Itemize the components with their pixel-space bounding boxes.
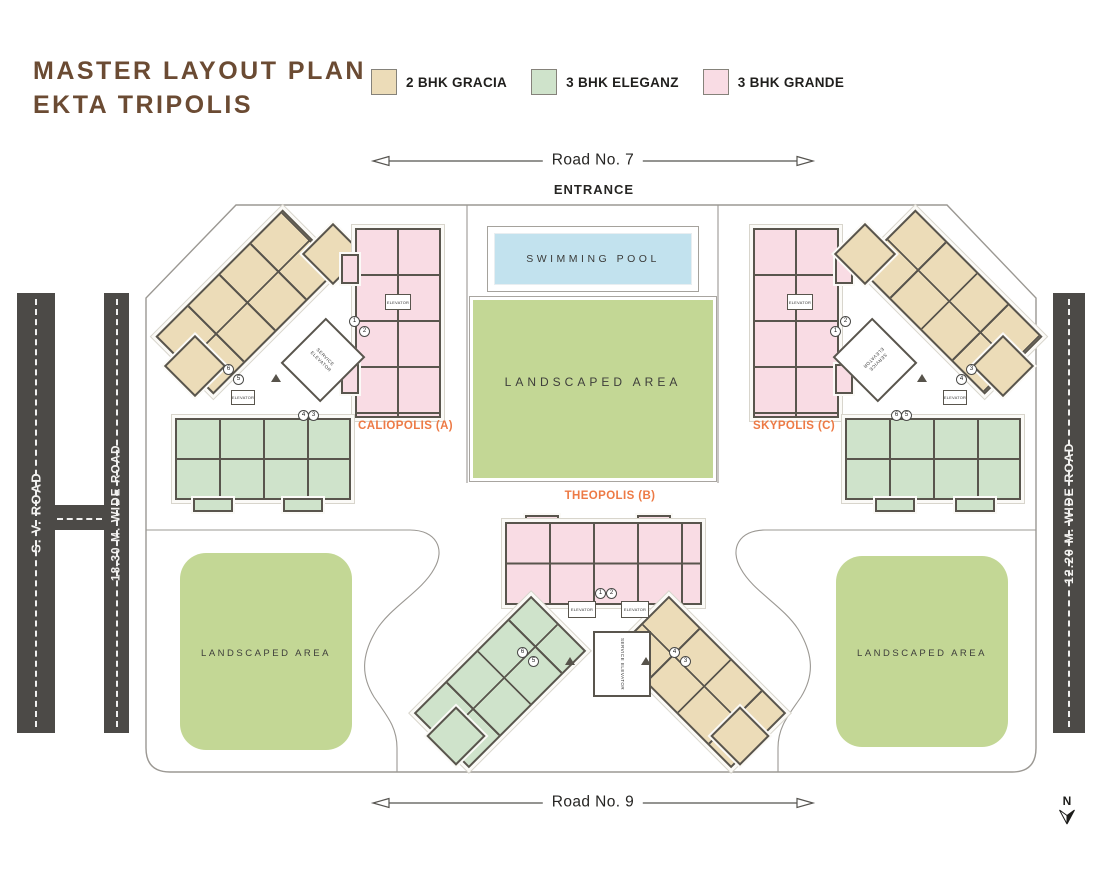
landscaped-area-fill: LANDSCAPED AREA: [473, 300, 713, 478]
road-connector: [55, 505, 104, 530]
eleganz-swatch-icon: [531, 69, 558, 95]
page-title-line2: EKTA TRIPOLIS: [33, 91, 253, 119]
tower-cluster-caliopolis: SERVICE ELEVATOR ELEVATOR ELEVATOR 1 2 6…: [155, 209, 455, 512]
stair-icon: [917, 374, 927, 382]
wide-road-12-label: 12.20 M. WIDE ROAD: [1062, 442, 1076, 584]
tower-cluster-skypolis: SERVICE ELEVATOR ELEVATOR ELEVATOR 2 1 3…: [745, 209, 1043, 512]
unit-number: 3: [966, 364, 977, 375]
swimming-pool-enclosure: SWIMMING POOL: [487, 226, 699, 292]
entrance-label: ENTRANCE: [553, 182, 635, 197]
sv-road-label: S. V. ROAD: [28, 472, 44, 554]
landscaped-area-label: LANDSCAPED AREA: [857, 647, 987, 659]
wing-3bhk-eleganz-annex: [955, 498, 995, 512]
service-elevator-label: SERVICE ELEVATOR: [309, 347, 336, 374]
road-no-7-label: Road No. 7: [542, 151, 644, 170]
legend-item-grande: 3 BHK GRANDE: [702, 69, 845, 95]
wing-3bhk-eleganz: [175, 418, 351, 500]
wing-3bhk-eleganz-annex: [283, 498, 323, 512]
legend-label: 3 BHK GRANDE: [737, 74, 845, 90]
road-centerline: [35, 299, 37, 727]
tower-label-caliopolis: CALIOPOLIS (A): [358, 420, 454, 432]
road-centerline: [1068, 299, 1070, 727]
legend: 2 BHK GRACIA 3 BHK ELEGANZ 3 BHK GRANDE: [371, 69, 844, 95]
unit-number: 4: [956, 374, 967, 385]
landscaped-area-right: LANDSCAPED AREA: [836, 556, 1008, 747]
elevator-box: ELEVATOR: [231, 390, 255, 405]
wing-3bhk-grande: [355, 228, 441, 418]
legend-item-gracia: 2 BHK GRACIA: [371, 69, 507, 95]
north-arrow-icon: [1059, 809, 1075, 825]
unit-number: 6: [517, 647, 528, 658]
sv-road: S. V. ROAD: [17, 293, 55, 733]
elevator-box: ELEVATOR: [621, 601, 649, 618]
service-elevator-label: SERVICE ELEVATOR: [861, 346, 888, 373]
unit-number: 6: [223, 364, 234, 375]
service-elevator-label: SERVICE ELEVATOR: [620, 637, 626, 691]
legend-label: 2 BHK GRACIA: [406, 74, 508, 90]
elevator-box: ELEVATOR: [787, 294, 813, 310]
tower-label-skypolis: SKYPOLIS (C): [753, 420, 836, 432]
unit-number: 3: [680, 656, 691, 667]
page-title-line1: MASTER LAYOUT PLAN: [33, 57, 366, 85]
wide-road-12: 12.20 M. WIDE ROAD: [1053, 293, 1085, 733]
unit-number: 2: [840, 316, 851, 327]
stair-icon: [565, 657, 575, 665]
unit-number: 1: [830, 326, 841, 337]
unit-number: 5: [528, 656, 539, 667]
wide-road-18: 18.30 M. WIDE ROAD: [104, 293, 129, 733]
tower-cluster-theopolis: SERVICE ELEVATOR ELEVATOR ELEVATOR 1 2 6…: [413, 515, 787, 769]
unit-number: 2: [359, 326, 370, 337]
north-label: N: [1062, 794, 1072, 808]
stair-icon: [271, 374, 281, 382]
elevator-box: ELEVATOR: [568, 601, 596, 618]
landscaped-area-center: LANDSCAPED AREA: [469, 296, 717, 482]
wing-3bhk-eleganz-annex: [193, 498, 233, 512]
unit-number: 1: [595, 588, 606, 599]
road-no-9-dimension: Road No. 9: [370, 793, 816, 812]
wing-3bhk-eleganz-annex: [875, 498, 915, 512]
landscaped-area-label: LANDSCAPED AREA: [504, 374, 682, 389]
wing-3bhk-eleganz: [845, 418, 1021, 500]
landscaped-area-left: LANDSCAPED AREA: [180, 553, 352, 750]
wing-3bhk-grande: [753, 228, 839, 418]
road-centerline: [115, 299, 118, 727]
elevator-box: ELEVATOR: [385, 294, 411, 310]
road-centerline: [57, 517, 102, 520]
landscaped-area-label: LANDSCAPED AREA: [201, 647, 331, 659]
page-title: MASTER LAYOUT PLAN EKTA TRIPOLIS: [33, 54, 366, 122]
wing-3bhk-grande-annex: [341, 254, 359, 284]
unit-number: 5: [233, 374, 244, 385]
compass: N: [1055, 794, 1079, 830]
road-no-7-dimension: Road No. 7: [370, 151, 816, 170]
wide-road-18-label: 18.30 M. WIDE ROAD: [110, 444, 123, 582]
gracia-swatch-icon: [371, 69, 397, 95]
unit-number: 2: [606, 588, 617, 599]
grande-swatch-icon: [702, 69, 729, 95]
road-no-9-label: Road No. 9: [542, 793, 644, 812]
tower-label-theopolis: THEOPOLIS (B): [564, 490, 656, 502]
stair-icon: [641, 657, 651, 665]
unit-number: 1: [349, 316, 360, 327]
swimming-pool: SWIMMING POOL: [494, 233, 692, 285]
legend-label: 3 BHK ELEGANZ: [566, 74, 679, 90]
legend-item-eleganz: 3 BHK ELEGANZ: [531, 69, 679, 95]
elevator-box: ELEVATOR: [943, 390, 967, 405]
unit-number: 4: [669, 647, 680, 658]
unit-number: 3: [308, 410, 319, 421]
unit-number: 5: [901, 410, 912, 421]
